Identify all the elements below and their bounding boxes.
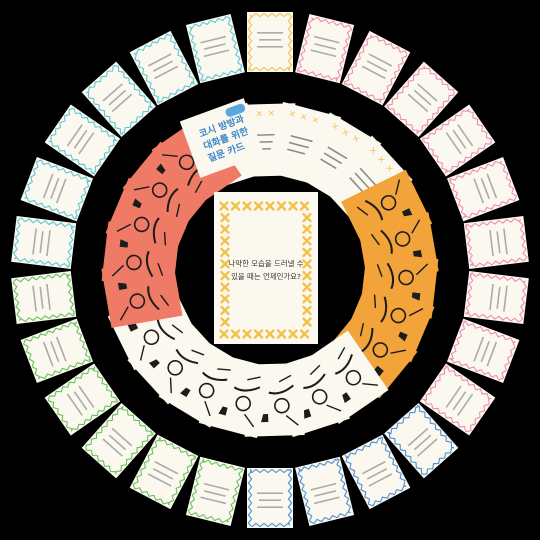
center-question-line-2: 있을 때는 언제인가요? (231, 272, 301, 281)
question-card (20, 157, 94, 222)
svg-text:×: × (329, 121, 341, 133)
question-card (295, 13, 355, 84)
question-card-ring (11, 12, 529, 528)
question-card (384, 61, 459, 138)
question-card (341, 434, 411, 510)
question-card (20, 318, 94, 383)
question-card (185, 456, 245, 527)
question-card (419, 104, 496, 177)
question-card (44, 363, 121, 436)
svg-text:×: × (267, 109, 275, 119)
question-card (129, 434, 199, 510)
svg-text:×: × (287, 109, 297, 121)
question-card (446, 157, 520, 222)
question-card (419, 363, 496, 436)
question-card (446, 318, 520, 383)
question-card (384, 402, 459, 479)
question-card (463, 216, 529, 269)
question-card (295, 456, 355, 527)
question-card (44, 104, 121, 177)
svg-text:×: × (255, 109, 263, 119)
question-card (463, 271, 529, 324)
question-card (247, 12, 293, 72)
center-question-card: 나약한 모습을 드러낼 수 있을 때는 언제인가요? (214, 192, 318, 344)
title-card: 코시 방방과 대화를 위한 질문 카드 (179, 98, 265, 178)
illustrated-card (127, 311, 222, 405)
question-card (341, 30, 411, 106)
question-card (11, 216, 77, 269)
question-card (11, 271, 77, 324)
question-card (81, 402, 156, 479)
question-card (185, 13, 245, 84)
question-card (129, 30, 199, 106)
center-question-line-1: 나약한 모습을 드러낼 수 (228, 259, 303, 268)
svg-text:×: × (339, 127, 351, 139)
question-card (247, 468, 293, 528)
question-card (81, 61, 156, 138)
illustrated-card-ring: ×××××××××××××××× (101, 101, 439, 439)
title-badge (225, 103, 246, 117)
svg-text:×: × (310, 115, 320, 127)
center-card-body (214, 192, 318, 344)
svg-text:×: × (350, 133, 362, 145)
center-card-cross-border (219, 201, 312, 339)
svg-text:×: × (299, 112, 309, 124)
